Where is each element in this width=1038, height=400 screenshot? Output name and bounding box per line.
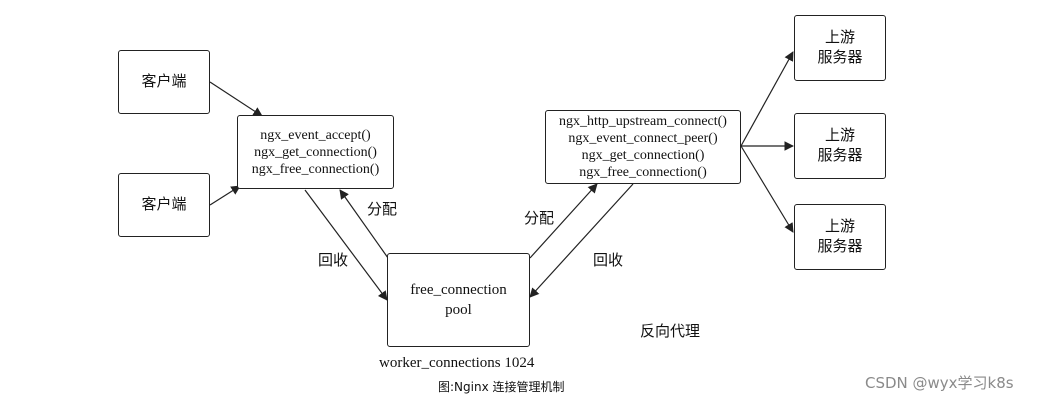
accept-function-box: ngx_event_accept() ngx_get_connection() … (237, 115, 394, 189)
arrow-client2-to-accept (209, 185, 241, 206)
upstream-line-4: ngx_free_connection() (579, 165, 707, 180)
upstream-line-1: ngx_http_upstream_connect() (559, 114, 727, 129)
figure-caption: 图:Nginx 连接管理机制 (438, 380, 565, 394)
arrow-allocate-right (529, 183, 598, 259)
pool-line-1: free_connection (410, 282, 507, 298)
arrow-recycle-right (529, 183, 634, 298)
arrow-client1-to-accept (209, 81, 263, 117)
accept-line-2: ngx_get_connection() (254, 144, 377, 160)
label-allocate-right: 分配 (524, 211, 555, 227)
arrow-to-upstream-1 (740, 51, 794, 147)
accept-line-1: ngx_event_accept() (260, 127, 371, 143)
label-allocate-left: 分配 (367, 202, 398, 218)
label-worker-connections: worker_connections 1024 (379, 355, 535, 371)
upstream-server-box-1: 上游 服务器 (794, 15, 886, 81)
arrow-recycle-left (304, 189, 388, 301)
upstream-line-2: ngx_event_connect_peer() (568, 131, 718, 146)
client-label-2: 客户端 (141, 197, 187, 213)
client-box-1: 客户端 (118, 50, 210, 114)
upstream-server-box-3: 上游 服务器 (794, 204, 886, 270)
connection-pool-box: free_connection pool (387, 253, 530, 347)
arrow-allocate-left (339, 189, 389, 259)
label-recycle-right: 回收 (593, 253, 624, 269)
label-reverse-proxy: 反向代理 (640, 324, 701, 340)
upstream-server-1-line-2: 服务器 (817, 50, 863, 66)
upstream-line-3: ngx_get_connection() (581, 148, 705, 163)
csdn-watermark: CSDN @wyx学习k8s (865, 374, 1014, 392)
accept-line-3: ngx_free_connection() (251, 161, 380, 177)
upstream-server-box-2: 上游 服务器 (794, 113, 886, 179)
label-recycle-left: 回收 (318, 253, 349, 269)
upstream-server-2-line-1: 上游 (824, 128, 855, 144)
client-label-1: 客户端 (141, 74, 187, 90)
pool-line-2: pool (445, 302, 472, 318)
upstream-connect-box: ngx_http_upstream_connect() ngx_event_co… (545, 110, 741, 184)
client-box-2: 客户端 (118, 173, 210, 237)
upstream-server-3-line-2: 服务器 (817, 239, 863, 255)
upstream-server-2-line-2: 服务器 (817, 148, 863, 164)
arrow-to-upstream-3 (740, 145, 794, 233)
upstream-server-1-line-1: 上游 (824, 30, 855, 46)
upstream-server-3-line-1: 上游 (824, 219, 855, 235)
